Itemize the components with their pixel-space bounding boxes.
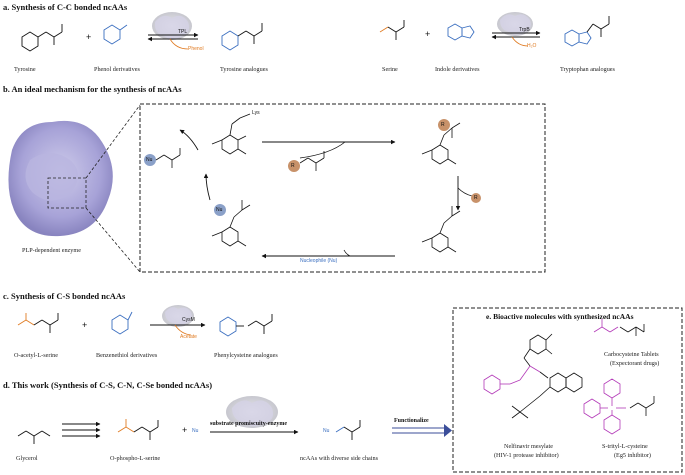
phenylcysteine-structure [219, 314, 273, 337]
tyrosine-structure [21, 24, 63, 52]
plus-sign-a1: + [86, 32, 92, 42]
carbocysteine-sub-label: (Expectorant drugs) [610, 360, 660, 367]
plp-enzyme-image [8, 120, 113, 237]
lys-label: Lys [252, 110, 260, 116]
trityl-sub-label: (Eg5 inhibitor) [614, 452, 651, 459]
tpl-enzyme-label: TPL [178, 29, 188, 35]
ophospho-serine-label: O-phospho-L-serine [110, 455, 161, 462]
indole-structure [447, 23, 475, 41]
external-aldimine-structure [421, 122, 461, 165]
acetate-byproduct-label: Acetate [180, 334, 197, 340]
nu-product-structure [155, 148, 181, 168]
plus-sign-d: + [182, 425, 188, 435]
trityl-label: S-trityl-L-cysteine [602, 443, 648, 450]
substrate-incoming-curve [299, 141, 346, 159]
section-b-title: b. An ideal mechanism for the synthesis … [3, 84, 182, 94]
ncaa-product-label: ncAAs with diverse side chains [300, 455, 379, 462]
phenol-byproduct-label: Phenol [188, 46, 204, 52]
phenylcysteine-label: Phenylcysteine analogues [214, 352, 278, 359]
section-c-title: c. Synthesis of C-S bonded ncAAs [3, 291, 126, 301]
released-r-ball [471, 193, 481, 203]
tyrosine-analogue-structure [221, 23, 263, 51]
r-release-curve [457, 187, 473, 197]
nucleophile-label: Nucleophile (Nu) [300, 258, 338, 264]
zoom-line-top [85, 104, 141, 179]
glycerol-structure [17, 430, 51, 444]
benzenethiol-structure [111, 311, 133, 335]
ophospho-serine-structure [117, 419, 159, 440]
serine-structure [379, 20, 405, 40]
ncaa-product-structure [335, 420, 361, 440]
section-e-title: e. Bioactive molecules with synthesized … [486, 312, 634, 321]
aldimine-r-ball [438, 119, 450, 131]
acetate-release-curve [174, 324, 192, 336]
cysm-enzyme-image [162, 305, 194, 327]
phenol-release-curve [169, 38, 189, 50]
benzenethiol-label: Benzenethiol derivatives [96, 352, 158, 359]
section-a-title: a. Synthesis of C-C bonded ncAAs [3, 2, 128, 12]
trpb-enzyme-label: TrpB [519, 27, 530, 33]
nu-aldimine-label: Nu [216, 207, 223, 213]
tyrosine-analogues-label: Tyrosine analogues [220, 66, 268, 73]
plus-sign-a2: + [425, 29, 431, 39]
water-byproduct-label: H₂O [527, 43, 537, 49]
oacetyl-serine-label: O-acetyl-L-serine [14, 352, 58, 359]
product-release-arrow [179, 129, 199, 151]
nu-aldimine-ball [214, 204, 226, 216]
mechanism-box [139, 103, 546, 273]
carbocysteine-structure [593, 319, 645, 336]
oacetyl-serine-structure [17, 313, 59, 333]
aminoacrylate-structure [421, 206, 461, 253]
phenol-derivatives-label: Phenol derivatives [94, 66, 140, 73]
functionalize-arrow [392, 424, 452, 437]
released-r-label: R [474, 195, 478, 201]
plp-enzyme-label: PLP-dependent enzyme [22, 247, 81, 254]
glycerol-label: Glycerol [16, 455, 38, 462]
trpb-enzyme-image [497, 12, 533, 36]
nelfinavir-structure [483, 333, 583, 419]
substrate-r-label: R [291, 163, 295, 169]
phenol-structure [103, 24, 128, 45]
serine-label: Serine [382, 66, 398, 73]
ncaa-nu-label: Nu [323, 428, 330, 434]
tryptophan-analogue-structure [564, 16, 610, 47]
tyrosine-label: Tyrosine [14, 66, 36, 73]
cysm-enzyme-label: CysM [182, 317, 195, 323]
substrate-r-ball [288, 160, 300, 172]
nucleophile-incoming-curve [343, 249, 351, 257]
trityl-cysteine-structure [583, 378, 655, 435]
zoom-line-bottom [85, 207, 141, 273]
bioactive-box [452, 307, 683, 473]
aldimine-r-label: R [441, 122, 445, 128]
tryptophan-analogues-label: Tryptophan analogues [560, 66, 615, 73]
carbocysteine-label: Carbocysteine Tablets [604, 351, 659, 358]
plp-lys-structure [211, 113, 251, 155]
promiscuity-enzyme-image [226, 396, 278, 428]
plus-sign-c: + [82, 320, 88, 330]
nu-product-ball [144, 154, 156, 166]
section-d-title: d. This work (Synthesis of C-S, C-N, C-S… [3, 380, 213, 390]
substrate-structure [299, 151, 325, 171]
nu-aldimine-structure [211, 200, 251, 247]
mechanism-arrow-left [203, 173, 211, 201]
nu-product-label: Nu [146, 157, 153, 163]
functionalize-label: Functionalize [394, 418, 429, 424]
water-release-curve [511, 36, 529, 47]
nu-reagent-label: Nu [192, 428, 199, 434]
nelfinavir-label: Nelfinavir mesylate [504, 443, 553, 450]
tpl-enzyme-image [152, 12, 192, 40]
indole-derivatives-label: Indole derivatives [435, 66, 480, 73]
promiscuity-enzyme-label: substrate promiscuity-enzyme [210, 421, 288, 427]
nelfinavir-sub-label: (HIV-1 protease inhibitor) [494, 452, 559, 459]
